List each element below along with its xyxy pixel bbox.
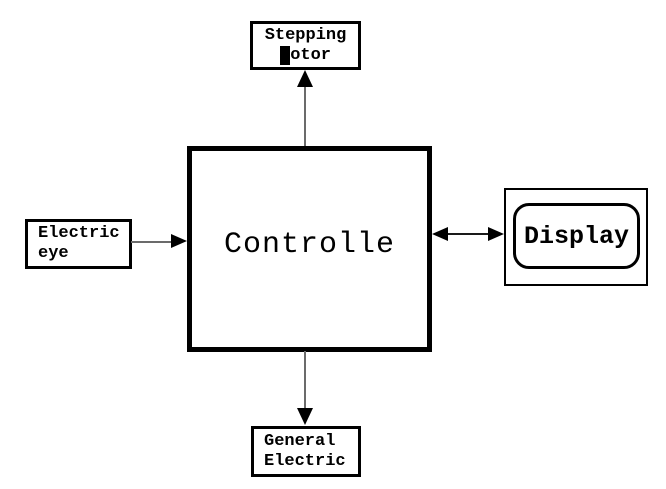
display-label: Display [523,221,630,251]
electric-eye-label-line1: Electric [38,224,120,243]
display-screen: Display [513,203,640,269]
stepping-motor-label-line2-rest: otor [290,45,331,65]
blocked-m-glyph: M [279,45,291,65]
arrow-controller-display-line [446,233,490,235]
arrow-to-general-electric-head-icon [297,408,313,425]
arrow-controller-display-right-head-icon [488,227,504,241]
arrow-to-general-electric-line [304,351,306,409]
arrow-from-electric-eye-line [131,241,172,243]
stepping-motor-label-line2: Motor [279,45,331,66]
general-electric-label-line1: General [264,431,336,451]
electric-eye-node: Electric eye [25,219,132,269]
arrow-from-electric-eye-head-icon [171,234,187,248]
stepping-motor-node: Stepping Motor [250,21,361,70]
display-node: Display [504,188,648,286]
electric-eye-label-line2: eye [38,244,69,263]
general-electric-node: General Electric [251,426,361,477]
stepping-motor-label-line1: Stepping [264,25,347,45]
arrow-controller-display-left-head-icon [432,227,448,241]
general-electric-label-line2: Electric [264,451,346,471]
arrow-to-stepping-motor-head-icon [297,70,313,87]
controller-label: Controlle [223,228,396,262]
arrow-to-stepping-motor-line [304,87,306,146]
controller-node: Controlle [187,146,432,352]
